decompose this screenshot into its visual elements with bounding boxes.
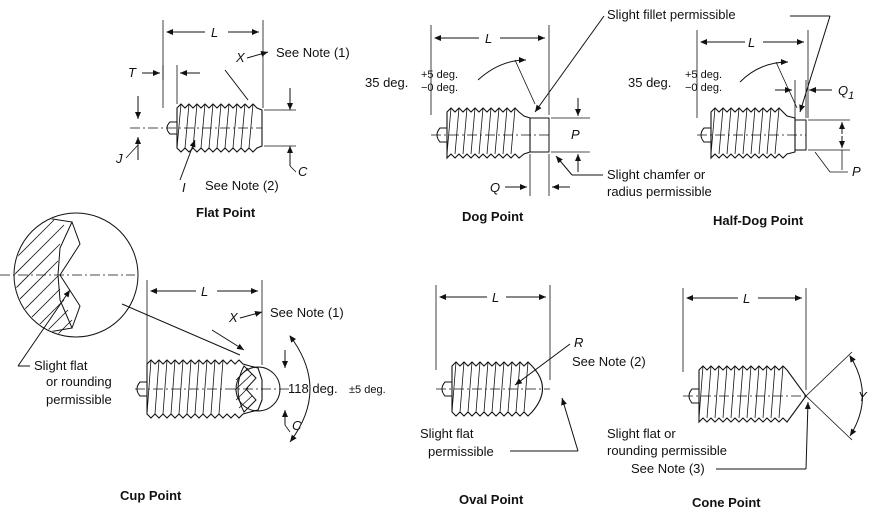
halfdog-p-label: P (852, 164, 861, 179)
oval-point-title: Oval Point (459, 492, 524, 507)
halfdog-angle-label: 35 deg. (628, 75, 671, 90)
dog-p-label: P (571, 127, 580, 142)
dog-chamfer-note-2: radius permissible (607, 184, 712, 199)
cup-l-label: L (201, 284, 208, 299)
cone-flat-note-1: Slight flat or (607, 426, 676, 441)
flat-note-2: See Note (2) (205, 178, 279, 193)
cup-angle-tol: ±5 deg. (349, 384, 386, 396)
oval-l-label: L (492, 290, 499, 305)
flat-point-view: L T X See Note (1) J C (115, 20, 350, 220)
flat-c-label: C (298, 164, 308, 179)
oval-point-view: L R See Note (2) Slight flat permissible… (420, 285, 646, 507)
cone-point-title: Cone Point (692, 495, 761, 510)
cup-point-title: Cup Point (120, 488, 182, 503)
flat-l-label: L (211, 25, 218, 40)
dog-point-title: Dog Point (462, 209, 524, 224)
cone-y-label: Y (858, 389, 868, 404)
flat-i-label: I (182, 180, 186, 195)
oval-r-label: R (574, 335, 583, 350)
halfdog-angle-plus: +5 deg. (685, 69, 722, 81)
dog-angle-minus: −0 deg. (421, 82, 458, 94)
dog-angle-label: 35 deg. (365, 75, 408, 90)
halfdog-angle-minus: −0 deg. (685, 82, 722, 94)
dog-chamfer-note-1: Slight chamfer or (607, 167, 706, 182)
cone-point-view: L Y Slight flat or rounding permissible … (607, 288, 868, 510)
cup-c-label: C (292, 418, 302, 433)
dog-l-label: L (485, 31, 492, 46)
cone-l-label: L (743, 291, 750, 306)
oval-flat-note-2: permissible (428, 444, 494, 459)
dog-angle-plus: +5 deg. (421, 69, 458, 81)
cone-flat-note-2: rounding permissible (607, 443, 727, 458)
cone-note-3: See Note (3) (631, 461, 705, 476)
flat-x-label: X (235, 50, 246, 65)
cup-flat-note-3: permissible (46, 392, 112, 407)
halfdog-l-label: L (748, 35, 755, 50)
half-dog-point-view: L 35 deg. +5 deg. −0 deg. Q1 P (628, 15, 861, 228)
dog-fillet-note: Slight fillet permissible (607, 7, 736, 22)
dog-point-view: L 35 deg. +5 deg. −0 deg. Slight fillet … (365, 7, 736, 224)
flat-j-label: J (115, 151, 123, 166)
cup-flat-note-2: or rounding (46, 374, 112, 389)
flat-t-label: T (128, 65, 137, 80)
oval-flat-note-1: Slight flat (420, 426, 474, 441)
halfdog-q-label: Q1 (838, 83, 854, 102)
cup-x-label: X (228, 310, 239, 325)
cup-point-view: Slight flat or rounding permissible L X (0, 212, 386, 503)
oval-note-2: See Note (2) (572, 354, 646, 369)
flat-screw-body (176, 103, 263, 153)
cup-flat-note-1: Slight flat (34, 358, 88, 373)
flat-note-1: See Note (1) (276, 45, 350, 60)
halfdog-point-title: Half-Dog Point (713, 213, 804, 228)
cup-note-1: See Note (1) (270, 305, 344, 320)
cup-angle-label: 118 deg. (288, 381, 338, 396)
flat-point-title: Flat Point (196, 205, 256, 220)
dog-q-label: Q (490, 180, 500, 195)
